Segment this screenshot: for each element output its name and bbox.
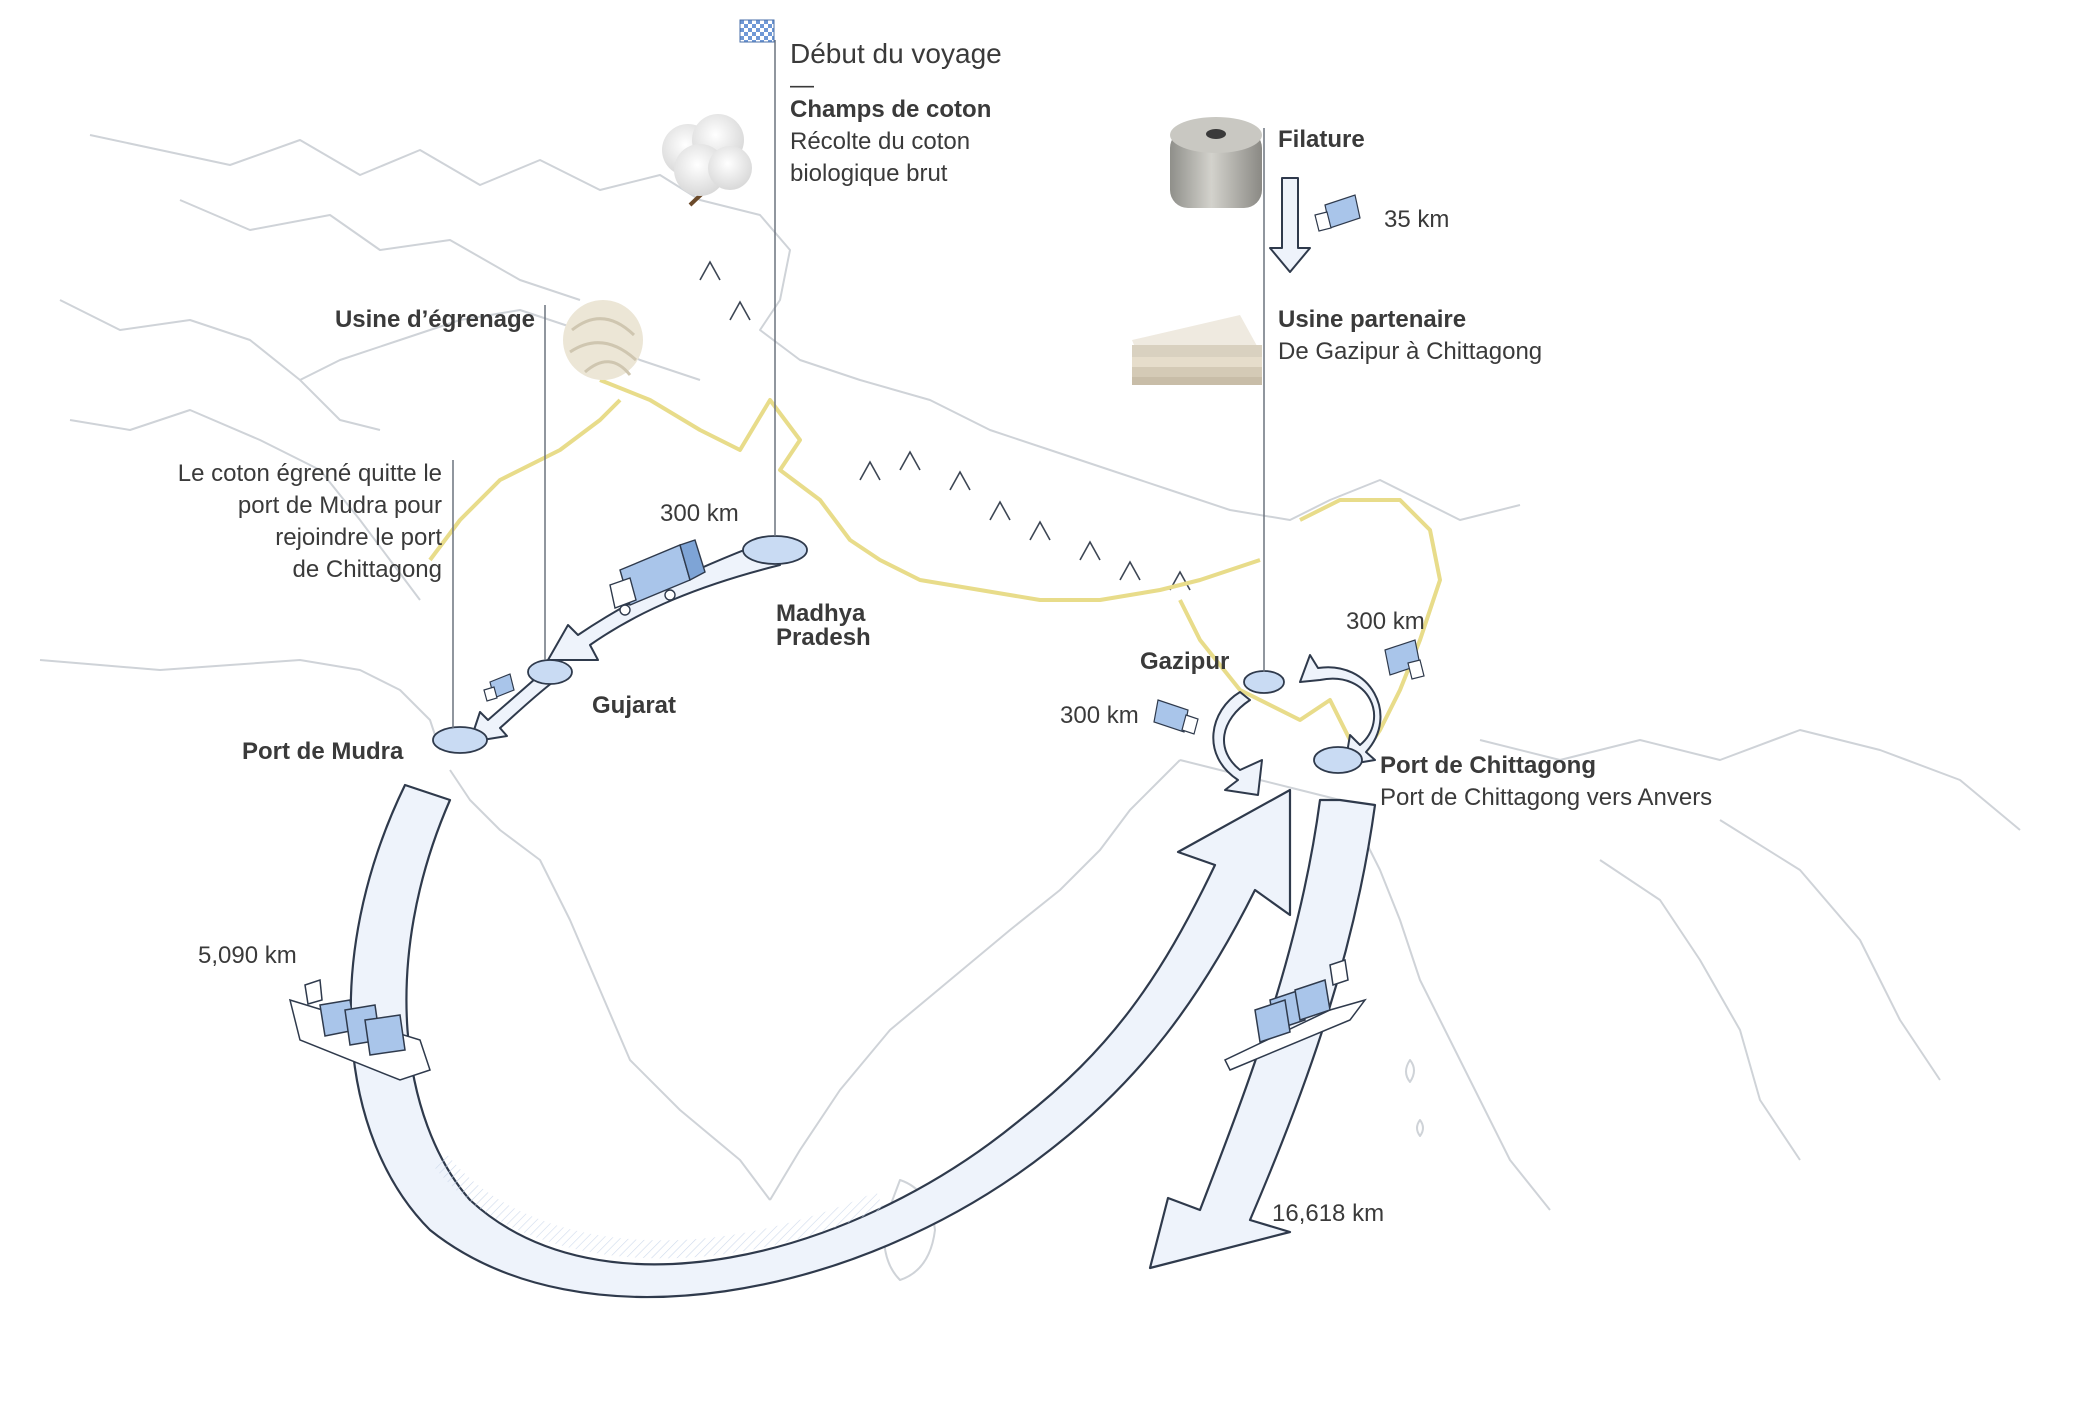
distance-filature-partner: 35 km: [1384, 206, 1450, 233]
spinning-label: Filature: [1278, 126, 1365, 153]
arrow-gazipur-left: [1212, 691, 1263, 796]
mudra-note-3: rejoindre le port: [275, 524, 442, 551]
land-outlines: [39, 134, 2021, 1281]
distance-sea-antwerp: 16,618 km: [1272, 1200, 1385, 1227]
mudra-note-1: Le coton égrené quitte le: [177, 460, 442, 487]
wool-ball-icon: [563, 300, 643, 380]
ship-icon: [288, 978, 431, 1081]
cotton-boll-icon: [662, 114, 752, 207]
arrow-gujarat-mudra: [469, 669, 554, 743]
fabric-stack-icon: [1132, 315, 1262, 385]
truck-icon: [483, 673, 515, 702]
truck-icon: [1153, 699, 1199, 735]
truck-icon: [1314, 194, 1361, 232]
partner-desc: De Gazipur à Chittagong: [1278, 338, 1543, 365]
mudra-label: Port de Mudra: [242, 738, 404, 765]
madhya-label-1: Madhya: [776, 600, 866, 627]
start-dash: —: [790, 72, 814, 99]
chittagong-label: Port de Chittagong: [1380, 752, 1596, 779]
mudra-note-2: port de Mudra pour: [237, 492, 442, 519]
gujarat-label: Gujarat: [592, 692, 677, 719]
distance-sea-mudra: 5,090 km: [198, 942, 297, 969]
chittagong-desc: Port de Chittagong vers Anvers: [1380, 784, 1713, 811]
start-title: Début du voyage: [790, 38, 1002, 69]
truck-icon: [1384, 639, 1425, 680]
partner-label: Usine partenaire: [1278, 306, 1467, 333]
distance-madhya-gujarat: 300 km: [660, 500, 739, 527]
arrow-filature-partner: [1269, 177, 1311, 273]
distance-gazipur-right: 300 km: [1346, 608, 1425, 635]
gin-name: Usine d’égrenage: [334, 306, 535, 333]
truck-icon: [609, 539, 706, 616]
start-name: Champs de coton: [790, 96, 992, 123]
checkered-flag-icon: [739, 19, 775, 43]
leader-lines: [452, 40, 1265, 728]
yarn-cone-icon: [1170, 117, 1262, 208]
mountain-marks: [699, 260, 1191, 591]
sea-arrow-chittagong-antwerp: [1148, 798, 1377, 1270]
start-desc-1: Récolte du coton: [790, 128, 971, 155]
start-desc-2: biologique brut: [790, 160, 948, 187]
country-borders: [428, 378, 1442, 762]
mudra-note-4: de Chittagong: [292, 556, 442, 583]
arrow-gazipur-right: [1299, 654, 1382, 766]
location-markers: [432, 535, 1363, 774]
madhya-label-2: Pradesh: [776, 624, 871, 651]
ship-icon: [1223, 959, 1367, 1071]
distance-gazipur-left: 300 km: [1060, 702, 1139, 729]
gazipur-label: Gazipur: [1140, 648, 1230, 675]
